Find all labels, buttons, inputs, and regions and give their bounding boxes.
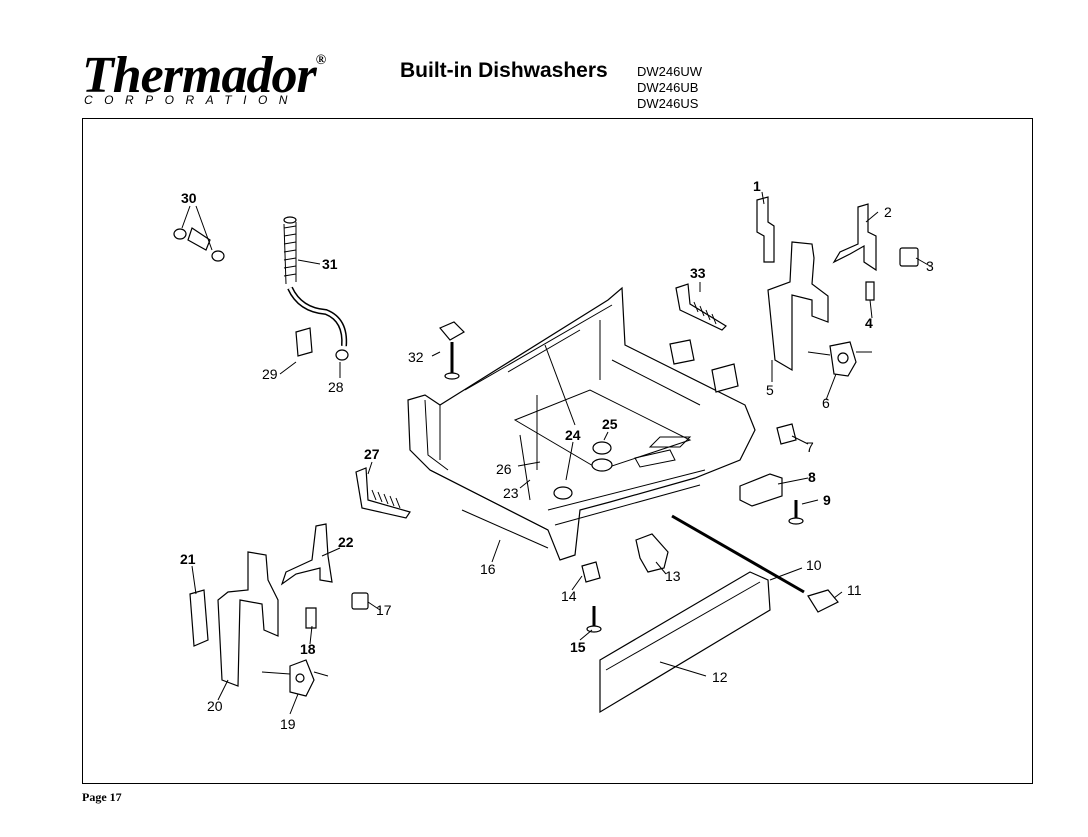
fill-hose-part: [283, 216, 297, 285]
callout-8: 8: [808, 469, 816, 485]
bracket-part: [756, 196, 829, 372]
rack-part: [355, 467, 411, 519]
diagram-frame: [82, 118, 1033, 784]
spring-part: [865, 281, 875, 301]
leader-lines: [181, 191, 931, 715]
switch-part: [807, 341, 872, 377]
callout-labels: 1 2 3 4 5 6 7 8 9 10 11 12 13 14 15 16 1…: [180, 178, 934, 732]
callout-5: 5: [766, 382, 774, 398]
callout-23: 23: [503, 485, 519, 501]
clip-part: [581, 561, 601, 583]
callout-2: 2: [884, 204, 892, 220]
leveling-leg-part: [439, 321, 465, 380]
model-number: DW246US: [637, 96, 699, 111]
callout-25: 25: [602, 416, 618, 432]
switch-part: [261, 659, 329, 697]
corporation-label: CORPORATION: [84, 93, 299, 107]
callout-1: 1: [753, 178, 761, 194]
callout-15: 15: [570, 639, 586, 655]
callout-30: 30: [181, 190, 197, 206]
clip-part: [669, 339, 695, 365]
document-title: Built-in Dishwashers: [400, 59, 608, 82]
callout-13: 13: [665, 568, 681, 584]
clamp-part: [173, 227, 225, 262]
callout-14: 14: [561, 588, 577, 604]
callout-20: 20: [207, 698, 223, 714]
callout-24: 24: [565, 427, 581, 443]
registered-mark: ®: [315, 53, 327, 68]
callout-16: 16: [480, 561, 496, 577]
rack-part: [675, 283, 727, 331]
leveling-leg-part: [586, 606, 602, 633]
clip-part: [351, 592, 369, 610]
callout-27: 27: [364, 446, 380, 462]
clip-part: [711, 363, 739, 393]
page-number: Page 17: [82, 790, 122, 804]
brand-name: Thermador: [82, 47, 317, 104]
model-number: DW246UB: [637, 80, 699, 95]
leveling-leg-part: [788, 500, 804, 525]
base-tub-part: [407, 286, 756, 561]
callout-6: 6: [822, 395, 830, 411]
callout-22: 22: [338, 534, 354, 550]
model-list: DW246UW DW246UB DW246US: [637, 64, 702, 112]
callout-11: 11: [847, 582, 862, 598]
bracket-part: [739, 473, 783, 507]
kick-plate-part: [599, 571, 771, 714]
cap-part: [807, 589, 839, 613]
hinge-bracket-part: [280, 523, 333, 586]
clamp-part: [295, 327, 313, 357]
callout-31: 31: [322, 256, 338, 272]
callout-21: 21: [180, 551, 196, 567]
callout-7: 7: [806, 439, 814, 455]
callout-10: 10: [806, 557, 822, 573]
callout-9: 9: [823, 492, 831, 508]
callout-3: 3: [926, 258, 934, 274]
callout-29: 29: [262, 366, 278, 382]
spring-part: [305, 607, 317, 629]
bracket-part: [217, 551, 279, 687]
callout-28: 28: [328, 379, 344, 395]
model-number: DW246UW: [637, 64, 703, 79]
clip-part: [776, 423, 797, 445]
callout-19: 19: [280, 716, 296, 732]
hose-part: [287, 286, 349, 361]
clip-part: [899, 247, 919, 267]
bracket-part: [189, 589, 209, 647]
callout-18: 18: [300, 641, 316, 657]
callout-12: 12: [712, 669, 728, 685]
callout-33: 33: [690, 265, 706, 281]
callout-4: 4: [865, 315, 873, 331]
callout-32: 32: [408, 349, 424, 365]
callout-17: 17: [376, 602, 392, 618]
callout-26: 26: [496, 461, 512, 477]
valve-part: [635, 533, 669, 573]
brand-logo: Thermador®: [82, 47, 327, 104]
hinge-bracket-part: [832, 203, 877, 272]
